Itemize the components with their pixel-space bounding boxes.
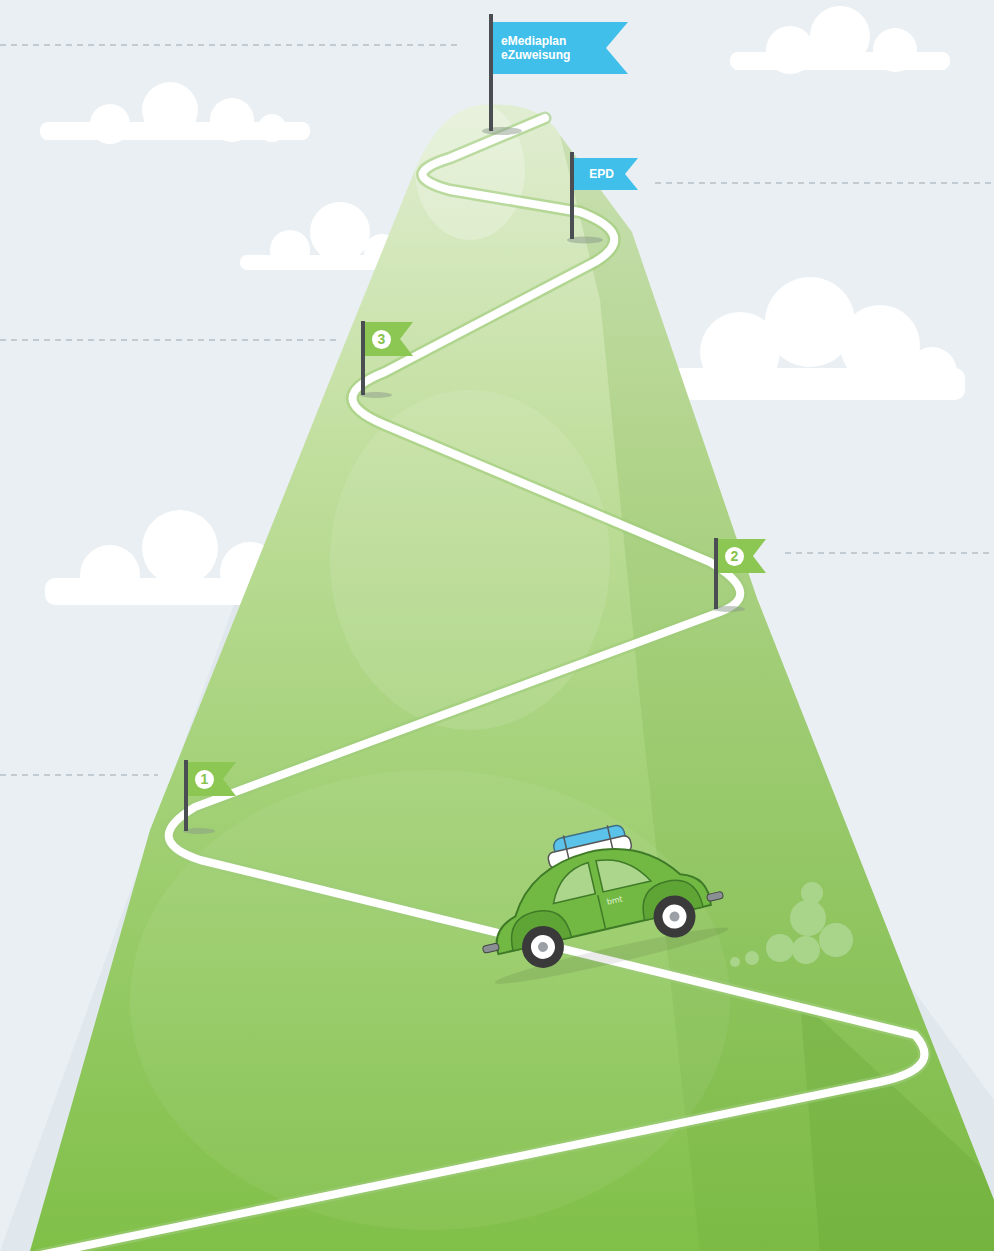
milestone-label: EPD xyxy=(589,167,618,181)
mountain-shade xyxy=(800,1000,994,1251)
flag-content: EPD xyxy=(574,158,625,190)
exhaust-puff xyxy=(730,957,740,967)
road xyxy=(40,118,924,1251)
car-hub xyxy=(660,902,689,931)
exhaust xyxy=(730,882,853,967)
exhaust-puff xyxy=(801,882,823,904)
flag-content: eMediaplan eZuweisung xyxy=(493,22,606,74)
milestone-flag: 1 xyxy=(188,762,236,796)
mountain-light xyxy=(330,390,610,730)
flag-shape xyxy=(365,322,413,356)
exhaust-puff xyxy=(790,900,826,936)
leader-lines xyxy=(0,45,994,775)
flag-pole xyxy=(184,760,188,831)
exhaust-puff xyxy=(792,936,820,964)
car-door-line xyxy=(598,895,606,928)
exhaust-puff xyxy=(766,934,794,962)
milestone-number: 2 xyxy=(725,547,744,566)
flag-pole xyxy=(714,538,718,609)
mountain xyxy=(0,90,994,1251)
car-bumper xyxy=(482,943,499,953)
leader-line xyxy=(0,774,158,776)
milestone-flag: 2 xyxy=(718,539,766,573)
milestone-number: 3 xyxy=(372,330,391,349)
pole-shadow xyxy=(482,127,522,135)
flag-pole xyxy=(489,14,493,131)
leader-line xyxy=(785,552,994,554)
flag-pole xyxy=(570,152,574,239)
milestone-flag: eMediaplan eZuweisung xyxy=(493,22,628,74)
mountain-light xyxy=(130,770,730,1230)
leader-line xyxy=(655,182,994,184)
car-wheel xyxy=(518,922,568,972)
flag-shape xyxy=(574,158,638,190)
mountain-body xyxy=(0,90,994,1251)
flag-pole xyxy=(361,321,365,395)
cloud xyxy=(730,6,950,74)
road-edge xyxy=(40,118,924,1251)
car-window xyxy=(546,863,595,904)
leader-line xyxy=(0,339,336,341)
milestone-flag: 3 xyxy=(365,322,413,356)
leader-line xyxy=(0,44,462,46)
car xyxy=(462,804,732,992)
cloud xyxy=(240,202,400,270)
cloud xyxy=(40,82,310,144)
flag-shape xyxy=(493,22,628,74)
flag-poles xyxy=(186,14,716,831)
flag-content: 1 xyxy=(188,762,223,796)
exhaust-puff xyxy=(819,923,853,957)
car-hub xyxy=(669,911,681,923)
milestone-number: 1 xyxy=(195,770,214,789)
milestone-flag: EPD xyxy=(574,158,638,190)
exhaust-puff xyxy=(745,951,759,965)
flag-shape xyxy=(188,762,236,796)
flag-content: 3 xyxy=(365,322,400,356)
car-hub xyxy=(529,933,558,962)
car-wheel xyxy=(649,891,699,941)
pole-shadows xyxy=(183,127,745,834)
milestone-label: eMediaplan eZuweisung xyxy=(501,34,606,62)
car-body xyxy=(481,828,712,954)
car-bumper xyxy=(706,891,723,901)
car-window xyxy=(596,850,651,892)
cloud xyxy=(650,277,965,400)
flag-content: 2 xyxy=(718,539,753,573)
car-hub xyxy=(537,941,549,953)
flag-shape xyxy=(718,539,766,573)
